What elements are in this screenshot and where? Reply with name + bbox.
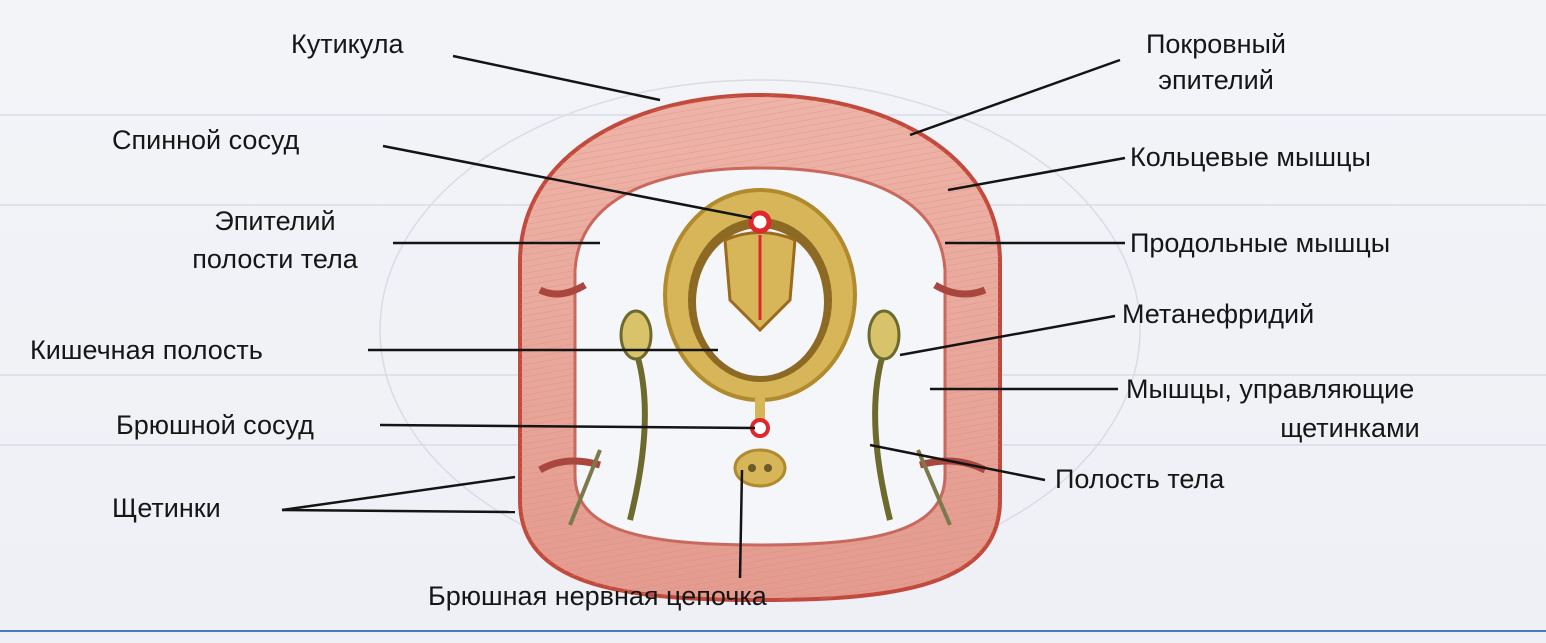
label-coelom-epithelium-line1: Эпителий <box>214 206 336 236</box>
bottom-rule <box>0 630 1546 632</box>
label-gut-cavity: Кишечная полость <box>30 335 263 365</box>
ventral-structures <box>733 398 787 488</box>
label-coelom-epithelium-line2: полости тела <box>192 244 358 274</box>
label-longitudinal-muscles: Продольные мышцы <box>1130 228 1391 258</box>
label-dorsal-vessel: Спинной сосуд <box>112 125 300 155</box>
label-ring-muscles: Кольцевые мышцы <box>1130 142 1371 172</box>
label-setae-muscles-line1: Мышцы, управляющие <box>1126 374 1415 404</box>
label-metanephridium: Метанефридий <box>1122 299 1315 329</box>
label-setae-muscles-line2: щетинками <box>1280 413 1420 443</box>
label-setae: Щетинки <box>112 493 221 523</box>
label-integument-line2: эпителий <box>1158 65 1274 95</box>
label-cuticle: Кутикула <box>291 29 404 59</box>
label-ventral-nerve-cord: Брюшная нервная цепочка <box>428 581 767 611</box>
setae-bristles <box>568 449 952 526</box>
leader-lines <box>281 54 1126 579</box>
label-ventral-vessel: Брюшной сосуд <box>116 410 314 440</box>
metanephridia <box>619 309 901 521</box>
label-body-cavity: Полость тела <box>1055 464 1225 494</box>
gut <box>663 188 857 402</box>
label-integument-line1: Покровный <box>1145 29 1286 59</box>
